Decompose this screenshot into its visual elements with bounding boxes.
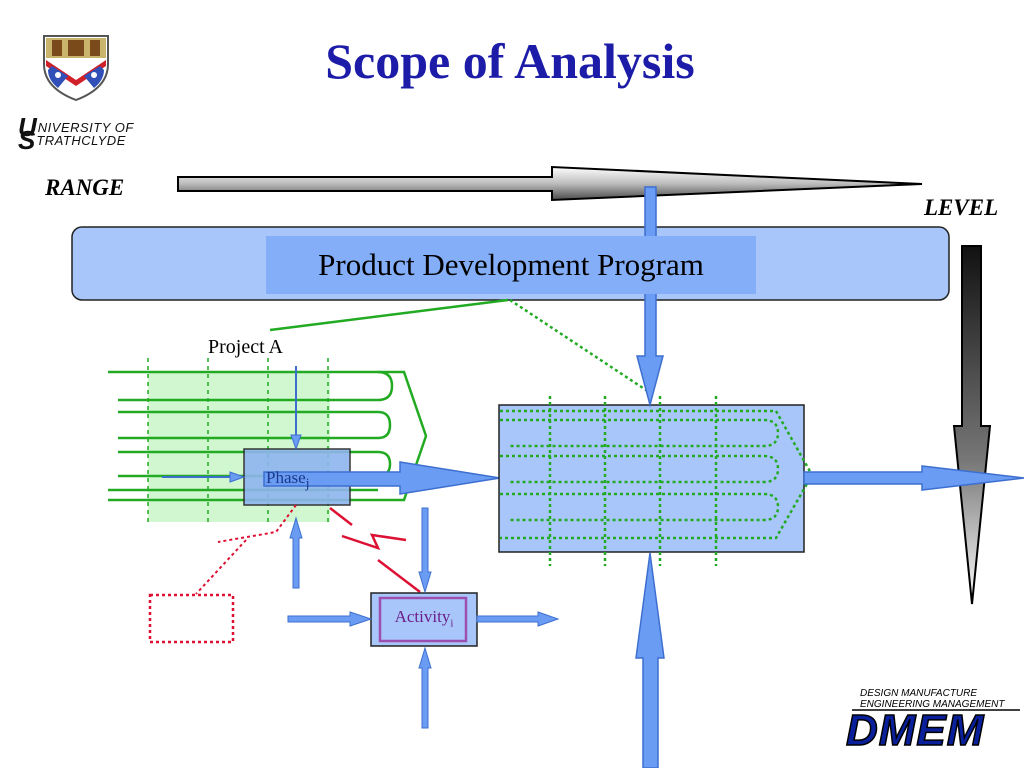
activity-input-arrow [287,611,373,627]
red-links [195,504,421,595]
activity-label-sub: i [450,617,454,630]
analysis-grid-box [498,404,805,553]
phase-output-arrow [263,461,501,495]
dmem-underline [852,709,1020,711]
project-label: Project A [208,336,283,358]
dmem-caption: DESIGN MANUFACTURE ENGINEERING MANAGEMEN… [860,688,1004,710]
grid-output-arrow [803,465,1024,491]
dmem-caption-line1: DESIGN MANUFACTURE [860,688,978,699]
dmem-logo: DMEM [845,705,985,756]
wordmark-initial-u: U [18,112,37,142]
product-development-program-label: Product Development Program [266,236,756,294]
level-arrow [952,245,992,605]
activity-inner-border [378,596,468,643]
university-wordmark: UNIVERSITY OF STRATHCLYDE [18,114,134,153]
phase-label: Phasej [266,468,310,492]
phase-link-dotted-line [509,298,653,396]
phase-label-sub: j [305,475,310,492]
range-arrow [177,165,923,202]
activity-top-arrow [418,507,432,594]
wordmark-initial-s: S [18,125,36,155]
phase-label-text: Phase [266,468,306,487]
level-label: LEVEL [924,195,999,220]
wordmark-line2: TRATHCLYDE [36,133,126,148]
grid-bottom-arrow [635,552,665,768]
wordmark-line1: NIVERSITY OF [37,120,134,135]
slide-title: Scope of Analysis [325,33,695,89]
phase-input-arrowhead [229,471,246,483]
project-link-line [269,298,509,332]
activity-box [370,592,478,647]
activity-label-text: Activity [394,607,451,626]
phase-bottom-arrow [289,516,303,589]
activity-bottom-arrow [418,646,432,729]
activity-label: Activityi [384,607,464,629]
university-crest-icon [43,35,109,102]
activity-output-arrow [476,611,560,627]
range-label: RANGE [45,175,125,200]
red-dotted-box [148,593,235,644]
phase-top-arrowhead [290,434,302,451]
grid-top-arrow [636,186,664,408]
dmem-caption-line2: ENGINEERING MANAGEMENT [860,699,1005,710]
